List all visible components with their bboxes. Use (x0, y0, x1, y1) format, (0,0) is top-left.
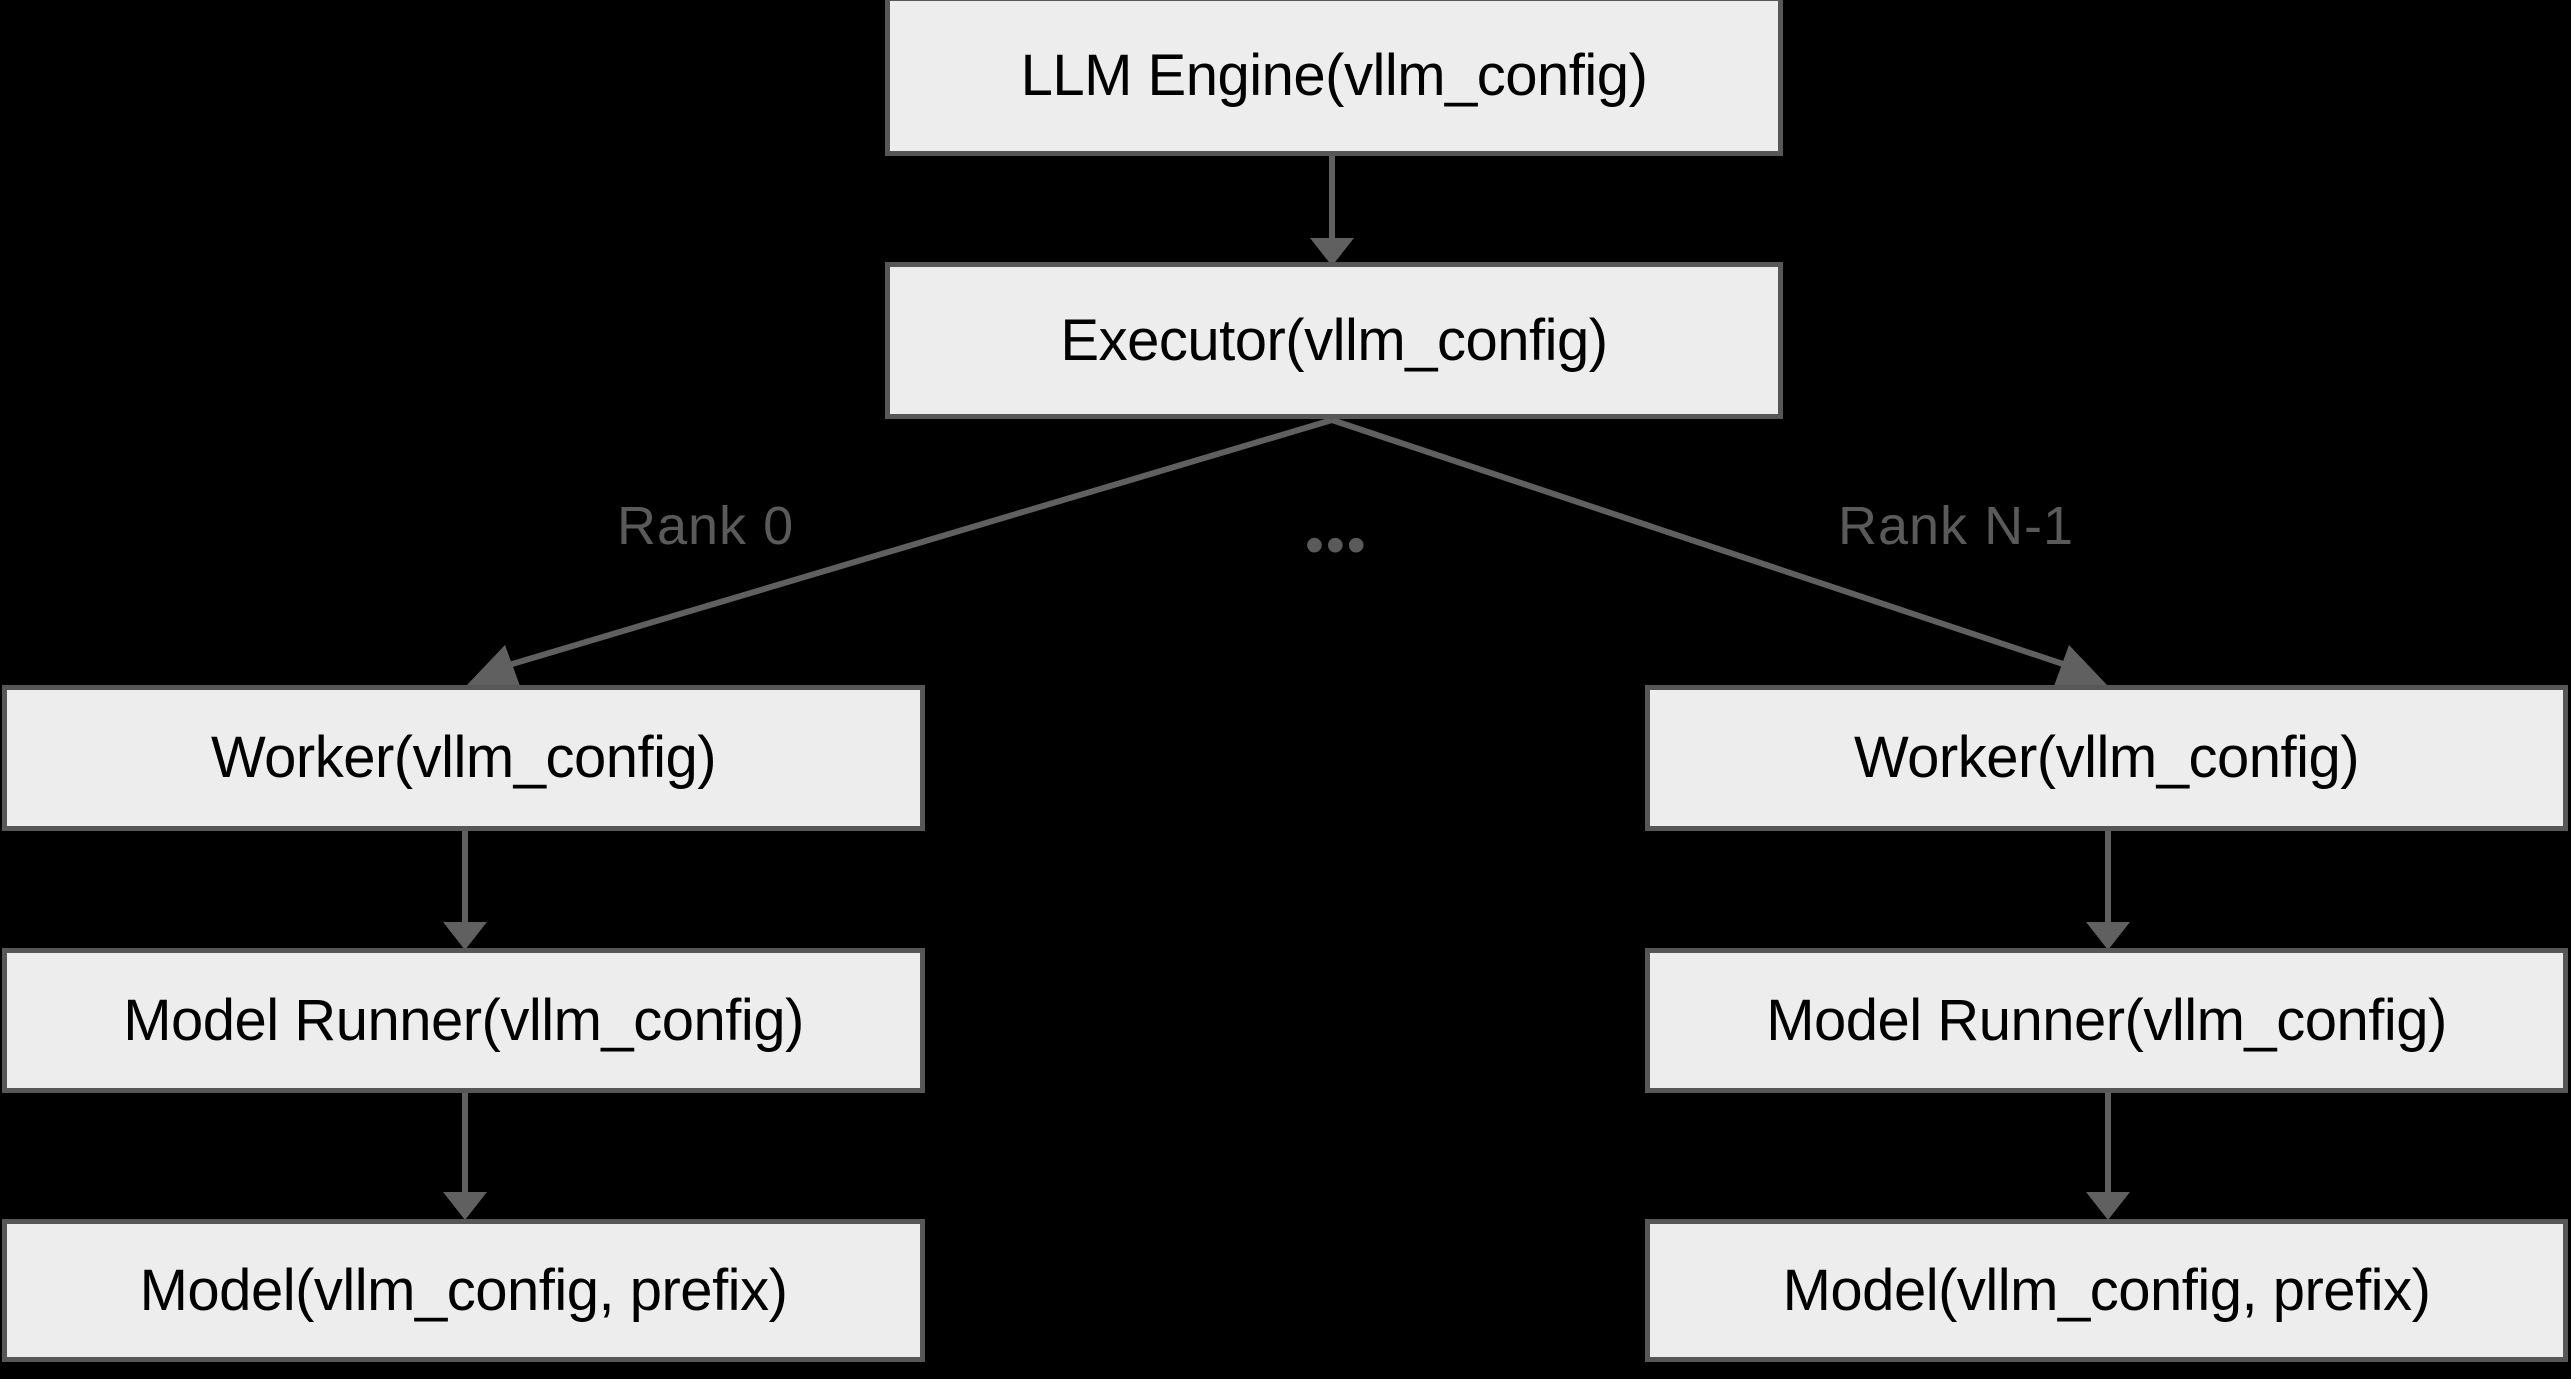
edge-worker-to-modelrunner-rank0 (443, 830, 487, 950)
edge-modelrunner-to-model-rank0 (443, 1092, 487, 1220)
node-worker-rank0[interactable]: Worker(vllm_config) (2, 685, 925, 831)
node-model-rankn[interactable]: Model(vllm_config, prefix) (1645, 1219, 2568, 1362)
edge-engine-to-executor (1310, 155, 1354, 266)
edge-worker-to-modelrunner-rankn (2086, 830, 2130, 950)
edge-label-rank-ellipsis: ••• (1305, 515, 1368, 575)
node-model-runner-rank0[interactable]: Model Runner(vllm_config) (2, 948, 925, 1093)
node-executor[interactable]: Executor(vllm_config) (885, 262, 1783, 419)
edge-label-rank-0: Rank 0 (617, 496, 795, 556)
node-model-rank0[interactable]: Model(vllm_config, prefix) (2, 1219, 925, 1362)
edge-modelrunner-to-model-rankn (2086, 1092, 2130, 1220)
edge-executor-to-worker-rank0 (466, 417, 1333, 686)
edge-label-rank-n-minus-1: Rank N-1 (1838, 496, 2075, 556)
node-model-runner-rankn[interactable]: Model Runner(vllm_config) (1645, 948, 2568, 1093)
node-llm-engine[interactable]: LLM Engine(vllm_config) (885, 0, 1783, 156)
node-worker-rankn[interactable]: Worker(vllm_config) (1645, 685, 2568, 831)
